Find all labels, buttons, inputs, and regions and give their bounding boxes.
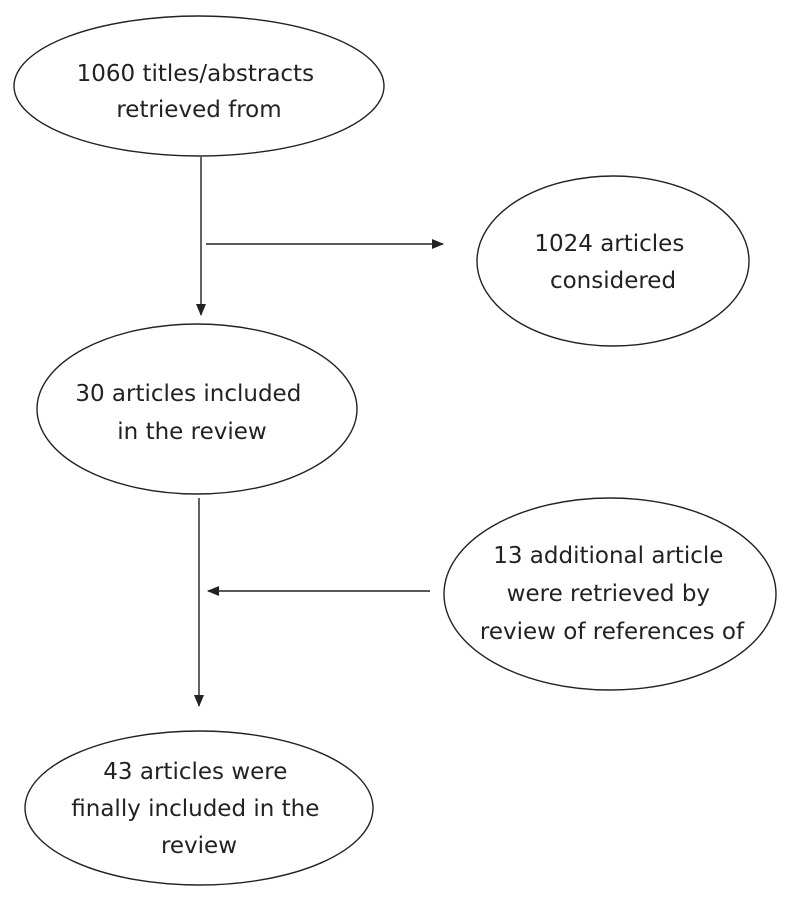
node-considered: 1024 articles considered: [476, 175, 750, 347]
node-retrieved-ellipse: [13, 15, 385, 157]
node-additional: 13 additional article were retrieved by …: [443, 497, 777, 691]
node-included: 30 articles included in the review: [36, 323, 358, 495]
node-included-line-2: in the review: [117, 419, 266, 445]
node-considered-line-1: 1024 articles: [534, 231, 684, 257]
node-additional-ellipse: [443, 497, 777, 691]
svg-text:13 additional article we: 13 additional article were retrieved by …: [480, 543, 745, 645]
node-considered-line-2: considered: [550, 268, 676, 294]
node-additional-line-3: review of references of: [480, 619, 745, 645]
node-considered-ellipse: [476, 175, 750, 347]
node-included-line-1: 30 articles included: [75, 381, 301, 407]
node-final-line-1: 43 articles were: [103, 759, 287, 785]
svg-text:1060 titles/abstracts re: 1060 titles/abstracts retrieved from: [77, 61, 322, 123]
node-retrieved: 1060 titles/abstracts retrieved from: [13, 15, 385, 157]
node-final-line-2: finally included in the: [71, 796, 319, 822]
node-final-line-3: review: [161, 833, 237, 859]
node-final-ellipse: [24, 730, 374, 886]
node-included-ellipse: [36, 323, 358, 495]
node-retrieved-line-2: retrieved from: [116, 97, 281, 123]
node-additional-line-1: 13 additional article: [493, 543, 723, 569]
node-final: 43 articles were finally included in the…: [24, 730, 374, 886]
node-additional-line-2: were retrieved by: [507, 581, 710, 607]
svg-text:30 articles included in: 30 articles included in the review: [75, 381, 308, 445]
svg-text:1024 articles considered: 1024 articles considered: [534, 231, 691, 294]
svg-text:43 articles were finally: 43 articles were finally included in the…: [71, 759, 326, 859]
node-retrieved-line-1: 1060 titles/abstracts: [77, 61, 314, 87]
